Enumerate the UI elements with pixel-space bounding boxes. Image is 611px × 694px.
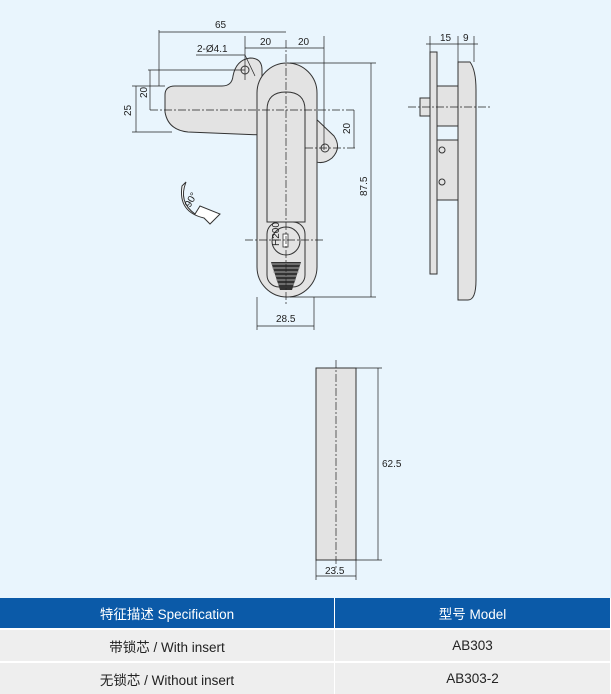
front-dimensions: 65 20 20 2-Ø4.1 20 25 20 87.5 28.5 (123, 20, 376, 330)
table-row: 带锁芯 / With insert AB303 (0, 628, 611, 662)
header-spec: 特征描述 Specification (0, 598, 335, 629)
mount-plate (429, 51, 438, 275)
spec-table: 特征描述 Specification 型号 Model 带锁芯 / With i… (0, 598, 611, 694)
key-slot-icon (282, 233, 289, 248)
svg-text:65: 65 (215, 20, 227, 31)
svg-text:62.5: 62.5 (382, 459, 402, 470)
key-label: H200 (271, 222, 282, 246)
header-model: 型号 Model (334, 598, 611, 629)
svg-text:23.5: 23.5 (325, 566, 345, 577)
svg-text:20: 20 (342, 122, 353, 134)
svg-text:20: 20 (139, 86, 150, 98)
side-view: 15 9 (408, 33, 490, 301)
table-header: 特征描述 Specification 型号 Model (0, 598, 611, 629)
spec-cell: 带锁芯 / With insert (0, 628, 335, 662)
svg-text:9: 9 (463, 33, 469, 44)
svg-text:28.5: 28.5 (276, 314, 296, 325)
svg-text:15: 15 (440, 33, 452, 44)
handle-side (457, 61, 477, 301)
svg-text:20: 20 (298, 37, 310, 48)
front-view: H200 90° (150, 40, 355, 305)
table-row: 无锁芯 / Without insert AB303-2 (0, 661, 611, 694)
svg-text:87.5: 87.5 (359, 176, 370, 196)
model-cell: AB303-2 (334, 661, 611, 694)
technical-drawing: H200 90° 65 20 20 2-Ø4.1 20 25 20 87.5 (123, 20, 490, 580)
model-cell: AB303 (334, 628, 611, 662)
spec-cell: 无锁芯 / Without insert (0, 661, 335, 694)
rotation-arrow-icon (180, 181, 221, 225)
handle-arm (164, 57, 263, 136)
insert-view: 62.5 23.5 (315, 360, 402, 580)
svg-text:2-Ø4.1: 2-Ø4.1 (197, 44, 228, 55)
svg-text:20: 20 (260, 37, 272, 48)
svg-text:25: 25 (123, 104, 134, 116)
